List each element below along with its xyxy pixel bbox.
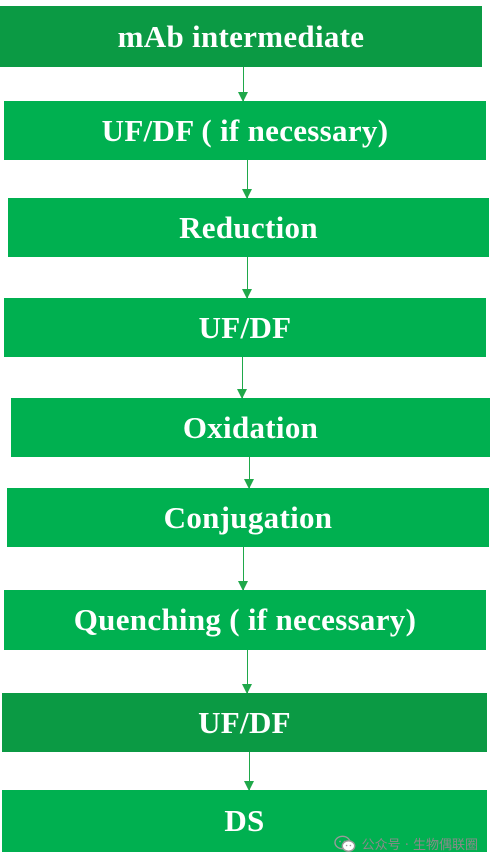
step-label: UF/DF ( if necessary) xyxy=(101,112,389,148)
step-box-uf-df: UF/DF xyxy=(4,298,486,357)
step-box-quenching-if-necessary: Quenching ( if necessary) xyxy=(4,590,486,650)
step-label: UF/DF xyxy=(198,704,291,740)
flow-arrow xyxy=(242,650,252,694)
step-box-uf-df: UF/DF xyxy=(2,693,487,752)
flow-arrow xyxy=(242,160,252,199)
watermark: 公众号 · 生物偶联圈 xyxy=(333,834,478,853)
wechat-icon xyxy=(333,835,355,852)
flow-arrow xyxy=(244,457,254,489)
step-label: UF/DF xyxy=(198,309,292,345)
step-label: Conjugation xyxy=(163,499,333,535)
step-label: Oxidation xyxy=(182,409,319,445)
step-box-ds: DS xyxy=(2,790,487,852)
watermark-text: 公众号 · 生物偶联圈 xyxy=(361,838,478,853)
step-label: Reduction xyxy=(179,209,318,245)
step-label: mAb intermediate xyxy=(117,18,365,54)
step-box-oxidation: Oxidation xyxy=(11,398,490,457)
step-box-mab-intermediate: mAb intermediate xyxy=(0,6,482,67)
step-box-conjugation: Conjugation xyxy=(7,488,489,547)
flow-arrow xyxy=(242,257,252,299)
flow-arrow xyxy=(238,67,248,102)
step-label: Quenching ( if necessary) xyxy=(73,602,417,637)
flow-arrow xyxy=(238,547,248,591)
step-label: DS xyxy=(224,803,265,838)
flow-arrow xyxy=(237,357,247,399)
flow-arrow xyxy=(244,752,254,791)
step-box-reduction: Reduction xyxy=(8,198,489,257)
step-box-uf-df-if-necessary: UF/DF ( if necessary) xyxy=(4,101,486,160)
